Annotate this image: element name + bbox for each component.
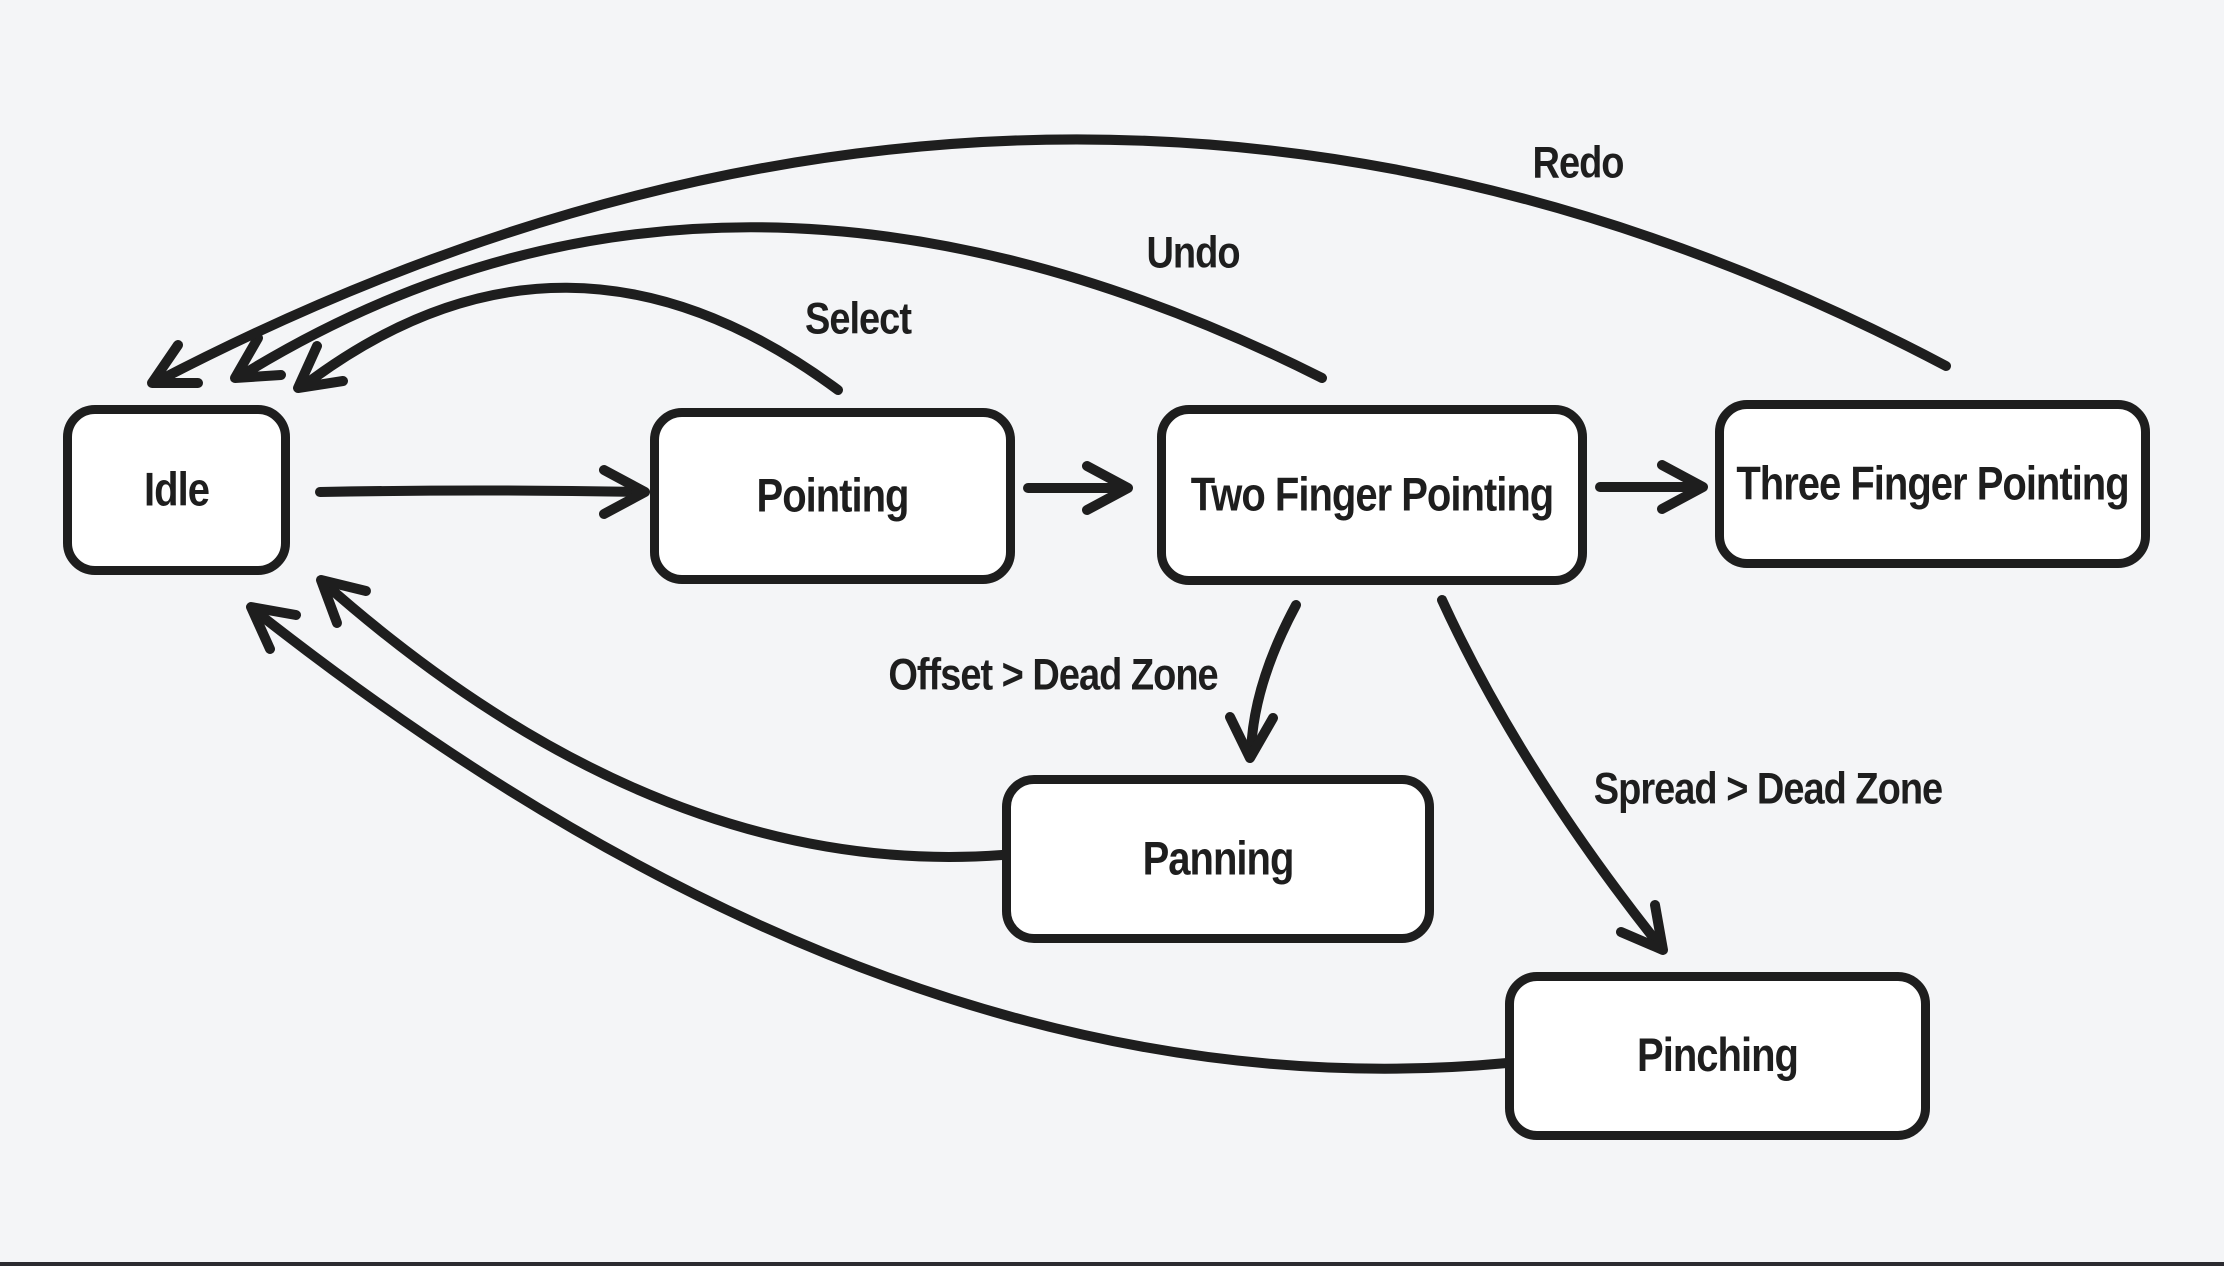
edge-undo-two-finger-to-idle xyxy=(234,222,1327,383)
node-panning: Panning xyxy=(1002,775,1434,943)
arrowhead-two-finger-to-panning xyxy=(1225,712,1278,763)
edge-panning-to-idle xyxy=(319,578,1007,862)
node-three-finger-pointing-label: Three Finger Pointing xyxy=(1736,457,2129,510)
edge-label-offset-dead-zone: Offset > Dead Zone xyxy=(888,650,1218,701)
edge-label-spread-dead-zone: Spread > Dead Zone xyxy=(1593,764,1943,815)
node-pointing-label: Pointing xyxy=(756,469,910,522)
arrowhead-pointing-to-two-finger xyxy=(1082,461,1133,515)
edge-two-finger-to-panning xyxy=(1246,600,1301,758)
node-pinching: Pinching xyxy=(1505,972,1930,1140)
node-two-finger-pointing-label: Two Finger Pointing xyxy=(1190,468,1554,521)
edge-label-undo: Undo xyxy=(1146,228,1240,279)
edge-idle-to-pointing xyxy=(315,485,645,497)
node-idle: Idle xyxy=(63,405,290,575)
edge-pinching-to-idle xyxy=(249,605,1512,1074)
edge-select-pointing-to-idle xyxy=(297,282,843,395)
arrowhead-select xyxy=(293,341,348,393)
node-two-finger-pointing: Two Finger Pointing xyxy=(1157,405,1587,585)
edge-two-finger-to-pinching xyxy=(1437,595,1665,951)
node-three-finger-pointing: Three Finger Pointing xyxy=(1715,400,2150,568)
arrowhead-undo xyxy=(230,333,286,383)
arrowhead-two-finger-to-three-finger xyxy=(1657,460,1708,514)
arrowhead-pinching-to-idle xyxy=(246,602,301,654)
edge-label-select: Select xyxy=(805,294,912,345)
window-bottom-edge xyxy=(0,1262,2224,1266)
arrowhead-panning-to-idle xyxy=(316,575,371,628)
edge-label-redo: Redo xyxy=(1532,138,1625,189)
arrowhead-two-finger-to-pinching xyxy=(1616,900,1668,955)
arrowhead-redo xyxy=(147,340,203,388)
node-panning-label: Panning xyxy=(1142,832,1295,885)
arrowhead-idle-to-pointing xyxy=(599,465,650,519)
edge-redo-three-finger-to-idle xyxy=(151,134,1951,387)
node-pinching-label: Pinching xyxy=(1637,1029,1799,1082)
node-idle-label: Idle xyxy=(144,463,210,516)
node-pointing: Pointing xyxy=(650,408,1015,584)
